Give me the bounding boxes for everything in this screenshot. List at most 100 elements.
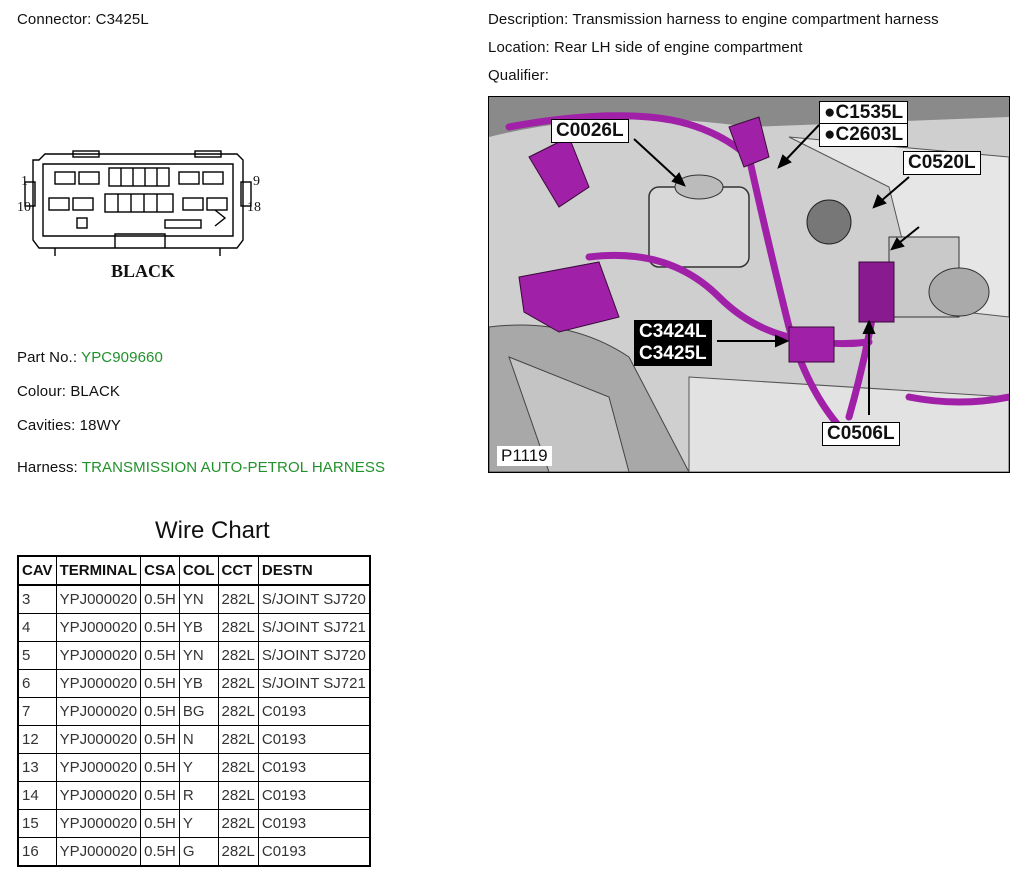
part-number-link[interactable]: YPC909660	[81, 349, 163, 366]
cell-cct: 282L	[217, 584, 259, 614]
part-number-label: Part No.:	[17, 349, 78, 366]
cell-cct: 282L	[217, 613, 259, 642]
cell-csa: 0.5H	[140, 725, 180, 754]
cell-col: YB	[178, 613, 219, 642]
cell-cct: 282L	[217, 697, 259, 726]
connector-title: Connector: C3425L	[17, 11, 149, 28]
pin-number-9: 9	[253, 174, 260, 189]
header-terminal: TERMINAL	[55, 555, 142, 586]
cell-col: BG	[178, 697, 219, 726]
header-cct: CCT	[217, 555, 259, 586]
cell-col: YN	[178, 641, 219, 670]
cell-col: R	[178, 781, 219, 810]
cell-cav: 12	[17, 725, 57, 754]
cell-csa: 0.5H	[140, 613, 180, 642]
connector-face-diagram: 1 10 9 18 BLACK	[15, 148, 275, 288]
cell-col: Y	[178, 753, 219, 782]
cell-destn: C0193	[257, 781, 371, 810]
cell-terminal: YPJ000020	[55, 697, 142, 726]
callout-c3425l: C3425L	[634, 342, 712, 366]
connector-color-label: BLACK	[111, 261, 176, 281]
cell-cav: 16	[17, 837, 57, 867]
cell-terminal: YPJ000020	[55, 837, 142, 867]
cell-cav: 4	[17, 613, 57, 642]
header-col: COL	[178, 555, 219, 586]
cell-destn: C0193	[257, 809, 371, 838]
header-destn: DESTN	[257, 555, 371, 586]
callout-c0520l: C0520L	[903, 151, 981, 175]
callout-c0026l: C0026L	[551, 119, 629, 143]
wire-chart-header-row: CAV TERMINAL CSA COL CCT DESTN	[17, 555, 371, 586]
pin-number-10: 10	[17, 200, 31, 215]
photo-number: P1119	[497, 446, 552, 466]
cell-cct: 282L	[217, 725, 259, 754]
cell-destn: C0193	[257, 725, 371, 754]
wire-chart-title: Wire Chart	[155, 517, 270, 544]
cavities-text: Cavities: 18WY	[17, 417, 121, 434]
location-photo: C0026L ●C1535L ●C2603L C0520L C3424L C34…	[488, 96, 1010, 473]
description-text: Description: Transmission harness to eng…	[488, 11, 939, 28]
cell-cct: 282L	[217, 641, 259, 670]
cell-terminal: YPJ000020	[55, 753, 142, 782]
cell-terminal: YPJ000020	[55, 725, 142, 754]
cell-terminal: YPJ000020	[55, 613, 142, 642]
connector-face-drawing	[24, 150, 252, 256]
part-number: Part No.: YPC909660	[17, 349, 163, 366]
cell-csa: 0.5H	[140, 697, 180, 726]
cell-cct: 282L	[217, 837, 259, 867]
cell-col: YN	[178, 584, 219, 614]
cell-csa: 0.5H	[140, 641, 180, 670]
cell-cct: 282L	[217, 809, 259, 838]
cell-terminal: YPJ000020	[55, 584, 142, 614]
pin-number-1: 1	[21, 174, 28, 189]
harness-label: Harness:	[17, 459, 78, 476]
location-text: Location: Rear LH side of engine compart…	[488, 39, 803, 56]
cell-terminal: YPJ000020	[55, 669, 142, 698]
cell-col: YB	[178, 669, 219, 698]
cell-destn: C0193	[257, 753, 371, 782]
cell-cct: 282L	[217, 669, 259, 698]
cell-col: G	[178, 837, 219, 867]
cell-csa: 0.5H	[140, 809, 180, 838]
cell-csa: 0.5H	[140, 753, 180, 782]
cell-col: Y	[178, 809, 219, 838]
cell-destn: S/JOINT SJ720	[257, 641, 371, 670]
cell-terminal: YPJ000020	[55, 781, 142, 810]
harness: Harness: TRANSMISSION AUTO-PETROL HARNES…	[17, 459, 385, 476]
cell-terminal: YPJ000020	[55, 641, 142, 670]
header-cav: CAV	[17, 555, 57, 586]
callout-c1535l: ●C1535L	[819, 101, 909, 125]
callout-c0506l: C0506L	[822, 422, 900, 446]
cell-cav: 5	[17, 641, 57, 670]
cell-csa: 0.5H	[140, 781, 180, 810]
qualifier-text: Qualifier:	[488, 67, 550, 84]
cell-cav: 6	[17, 669, 57, 698]
cell-destn: C0193	[257, 697, 371, 726]
colour-text: Colour: BLACK	[17, 383, 121, 400]
cell-cct: 282L	[217, 781, 259, 810]
callout-c2603l: ●C2603L	[819, 123, 909, 147]
cell-cav: 15	[17, 809, 57, 838]
cell-destn: C0193	[257, 837, 371, 867]
cell-cav: 7	[17, 697, 57, 726]
pin-number-18: 18	[247, 200, 261, 215]
cell-destn: S/JOINT SJ721	[257, 613, 371, 642]
cell-col: N	[178, 725, 219, 754]
cell-csa: 0.5H	[140, 584, 180, 614]
header-csa: CSA	[140, 555, 180, 586]
cell-cct: 282L	[217, 753, 259, 782]
harness-link[interactable]: TRANSMISSION AUTO-PETROL HARNESS	[81, 459, 386, 476]
cell-cav: 14	[17, 781, 57, 810]
